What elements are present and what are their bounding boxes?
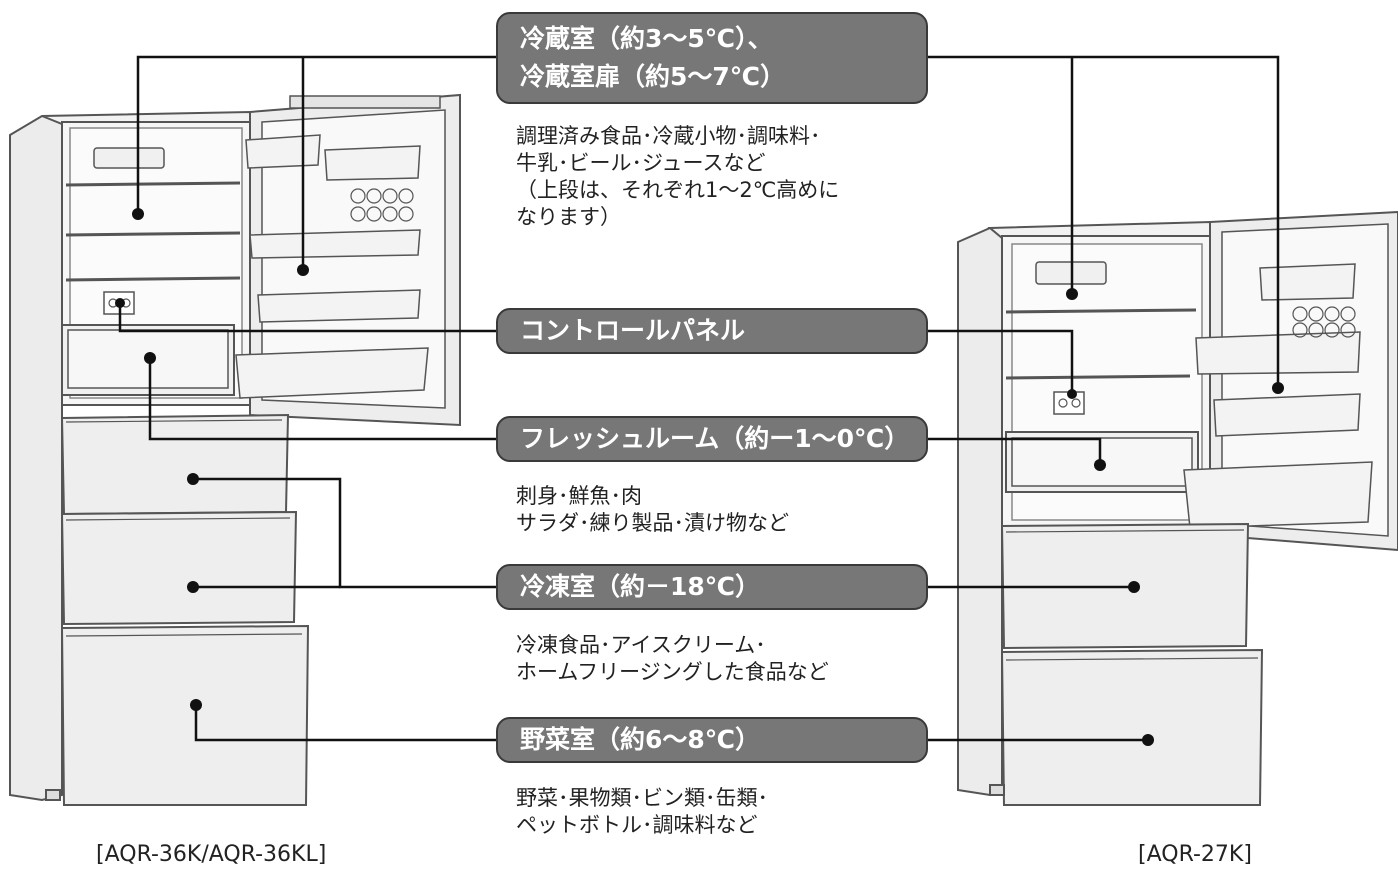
fresh-room-title: フレッシュルーム（約ー1〜0℃）	[520, 424, 910, 453]
freezer-desc-line: ホームフリージングした食品など	[516, 660, 829, 684]
freezer-title: 冷凍室（約－18℃）	[520, 572, 761, 601]
refrigerator-desc-line: 調理済み食品･冷蔵小物･調味料･	[516, 124, 821, 148]
refrigerator-desc-line: なります）	[516, 205, 621, 229]
control-panel-label: コントロールパネル	[496, 308, 928, 354]
vegetable-desc-line: 野菜･果物類･ビン類･缶類･	[516, 786, 768, 810]
refrigerator-desc-line: 牛乳･ビール･ジュースなど	[516, 151, 766, 175]
fresh-room-description: 刺身･鮮魚･肉 サラダ･練り製品･漬け物など	[516, 483, 789, 537]
refrigerator-label: 冷蔵室（約3〜5℃）、 冷蔵室扉（約5〜7℃）	[496, 12, 928, 104]
right-model-caption: [AQR-27K]	[1138, 842, 1252, 867]
leader-dots	[115, 208, 1284, 746]
vegetable-title: 野菜室（約6〜8℃）	[520, 725, 761, 754]
fresh-room-desc-line: 刺身･鮮魚･肉	[516, 484, 642, 508]
refrigerator-title-line-1: 冷蔵室（約3〜5℃）、	[520, 24, 773, 53]
leader-lines	[118, 55, 1280, 742]
refrigerator-title-line-2: 冷蔵室扉（約5〜7℃）	[520, 62, 786, 91]
left-model-caption: [AQR-36K/AQR-36KL]	[96, 842, 327, 867]
control-panel-title: コントロールパネル	[520, 316, 746, 345]
freezer-desc-line: 冷凍食品･アイスクリーム･	[516, 633, 766, 657]
vegetable-description: 野菜･果物類･ビン類･缶類･ ペットボトル･調味料など	[516, 785, 768, 839]
vegetable-label: 野菜室（約6〜8℃）	[496, 717, 928, 763]
right-fridge	[957, 210, 1398, 806]
left-fridge	[9, 93, 461, 806]
refrigerator-description: 調理済み食品･冷蔵小物･調味料･ 牛乳･ビール･ジュースなど （上段は、それぞれ…	[516, 123, 839, 231]
refrigerator-desc-line: （上段は、それぞれ1〜2℃高めに	[516, 178, 840, 202]
freezer-description: 冷凍食品･アイスクリーム･ ホームフリージングした食品など	[516, 632, 829, 686]
fresh-room-desc-line: サラダ･練り製品･漬け物など	[516, 511, 789, 535]
vegetable-desc-line: ペットボトル･調味料など	[516, 813, 758, 837]
fresh-room-label: フレッシュルーム（約ー1〜0℃）	[496, 416, 928, 462]
freezer-label: 冷凍室（約－18℃）	[496, 564, 928, 610]
